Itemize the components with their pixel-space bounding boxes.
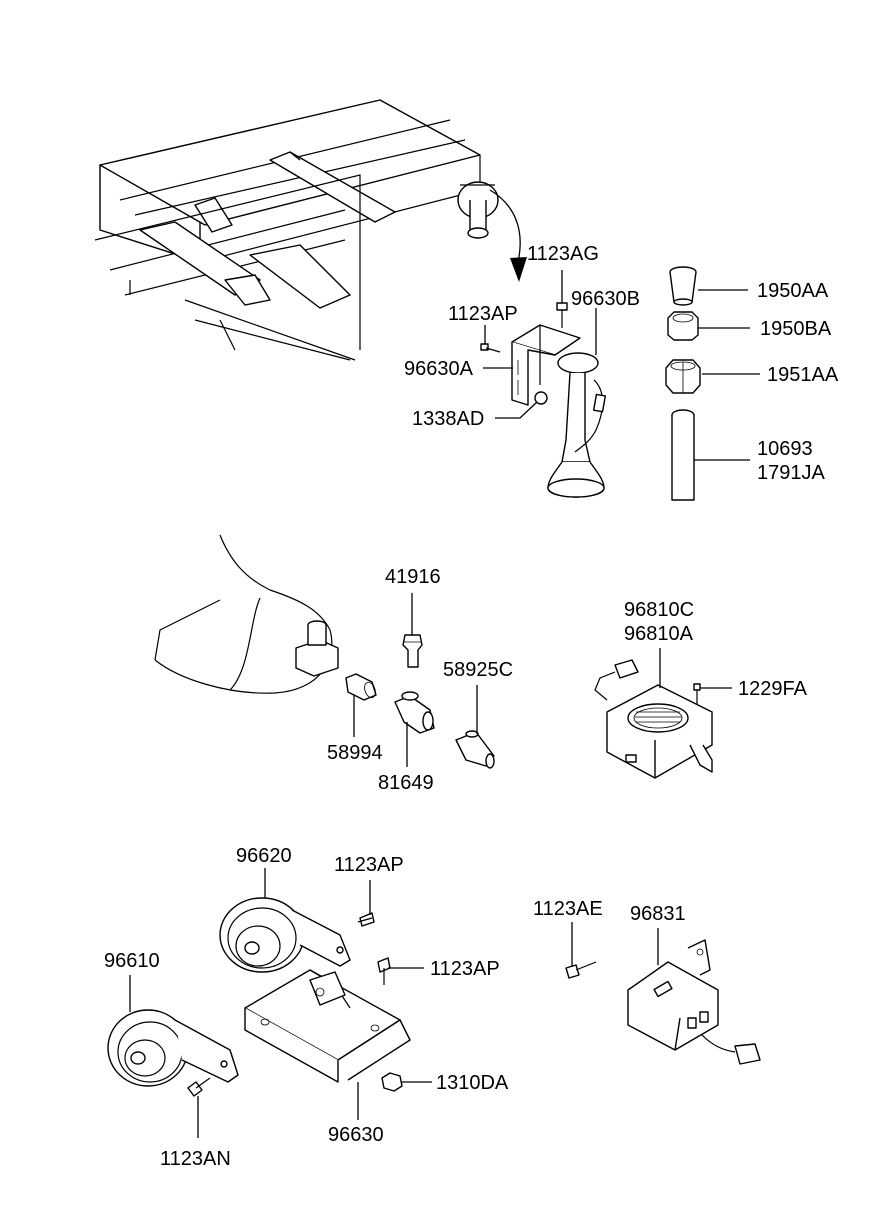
control-unit-96810 bbox=[594, 659, 713, 779]
vehicle-frame-illustration bbox=[94, 99, 527, 361]
jack-bracket-assembly bbox=[480, 302, 607, 498]
label-1950aa: 1950AA bbox=[757, 280, 829, 302]
label-1123ae: 1123AE bbox=[533, 898, 603, 920]
label-10693: 10693 bbox=[757, 438, 813, 460]
part-labels: 1123AG 1123AP 96630B 96630A 1338AD 1950A… bbox=[104, 243, 839, 1170]
label-1338ad: 1338AD bbox=[412, 408, 484, 430]
label-1123ap-mid: 1123AP bbox=[334, 854, 404, 876]
label-58925c: 58925C bbox=[443, 659, 513, 681]
label-96630a: 96630A bbox=[404, 358, 474, 380]
module-96831 bbox=[565, 939, 761, 1065]
label-96810c: 96810C bbox=[624, 599, 694, 621]
label-1229fa: 1229FA bbox=[738, 678, 808, 700]
label-1123ap-top: 1123AP bbox=[448, 303, 518, 325]
label-1791ja: 1791JA bbox=[757, 462, 825, 484]
label-1950ba: 1950BA bbox=[760, 318, 832, 340]
label-1123ag: 1123AG bbox=[527, 243, 599, 265]
label-58994: 58994 bbox=[327, 742, 383, 764]
label-96630b: 96630B bbox=[571, 288, 640, 310]
label-1310da: 1310DA bbox=[436, 1072, 509, 1094]
horn-assembly bbox=[107, 897, 411, 1097]
label-96620: 96620 bbox=[236, 845, 292, 867]
label-96610: 96610 bbox=[104, 950, 160, 972]
leader-lines bbox=[129, 270, 760, 1138]
label-1123ap-low: 1123AP bbox=[430, 958, 500, 980]
label-96630: 96630 bbox=[328, 1124, 384, 1146]
fittings-column bbox=[665, 266, 701, 501]
label-1123an: 1123AN bbox=[160, 1148, 231, 1170]
label-41916: 41916 bbox=[385, 566, 441, 588]
tank-and-connectors bbox=[154, 534, 495, 769]
label-96831: 96831 bbox=[630, 903, 686, 925]
label-81649: 81649 bbox=[378, 772, 434, 794]
label-1951aa: 1951AA bbox=[767, 364, 839, 386]
label-96810a: 96810A bbox=[624, 623, 694, 645]
